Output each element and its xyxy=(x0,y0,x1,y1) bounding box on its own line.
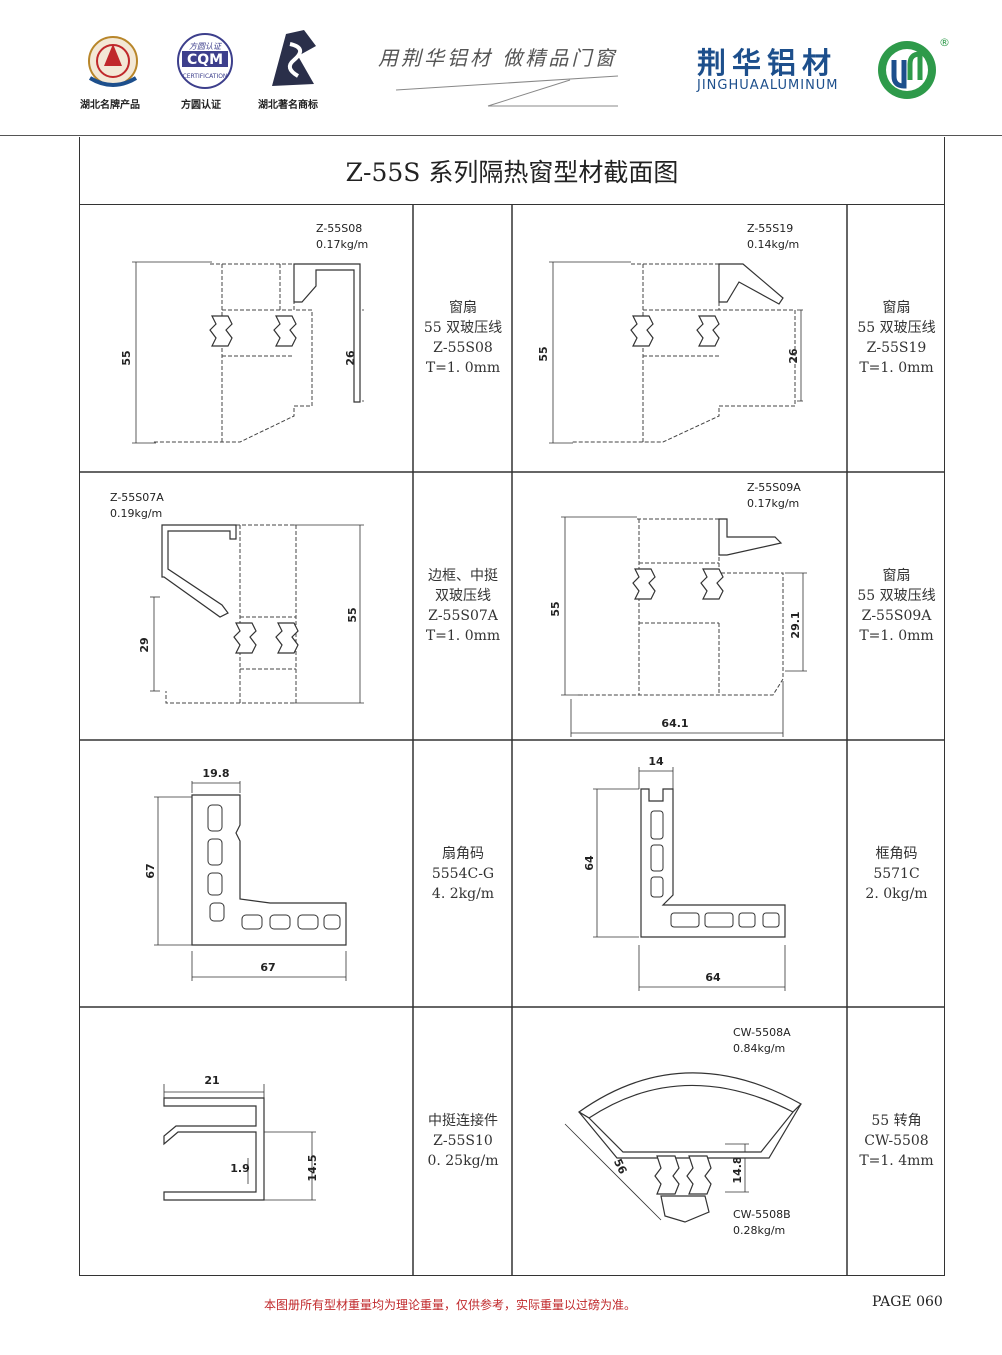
desc-line: Z-55S09A xyxy=(861,608,932,624)
desc-line: 双玻压线 xyxy=(435,588,491,604)
slogan-underline-decoration xyxy=(395,75,619,107)
desc-z55s09a: 窗扇 55 双玻压线 Z-55S09A T=1. 0mm xyxy=(848,566,945,646)
desc-line: 55 双玻压线 xyxy=(857,320,936,336)
desc-5571c: 框角码 5571C 2. 0kg/m xyxy=(848,844,945,904)
logo-caption-famous-brand: 湖北名牌产品 xyxy=(80,100,140,111)
page-number: PAGE 060 xyxy=(872,1294,943,1310)
dim-height: 55 xyxy=(120,350,133,365)
weight-label-a: 0.84kg/m xyxy=(733,1042,785,1055)
weight-label: 0.17kg/m xyxy=(316,238,368,251)
brand-name-cn: 荆华铝材 xyxy=(697,46,838,80)
hubei-famous-brand-emblem-icon xyxy=(88,36,138,87)
weight-label: 0.17kg/m xyxy=(747,497,799,510)
desc-line: 5554C-G xyxy=(431,866,495,882)
desc-line: 4. 2kg/m xyxy=(431,886,495,902)
footer-disclaimer: 本图册所有型材重量均为理论重量，仅供参考，实际重量以过磅为准。 xyxy=(264,1298,637,1312)
dim-height: 64 xyxy=(583,855,596,871)
part-label-b: CW-5508B xyxy=(733,1208,791,1221)
registered-mark: ® xyxy=(939,36,950,49)
page-header: 湖北名牌产品 方圆认证 CQM CERTIFICATION 方圆认证 湖北著名商… xyxy=(0,0,1002,136)
cqm-mark-text: CQM xyxy=(187,52,223,68)
desc-line: CW-5508 xyxy=(864,1133,929,1149)
profile-drawing-z55s10: 21 1.9 14.5 xyxy=(163,1074,319,1201)
dim-thickness: 1.9 xyxy=(230,1162,250,1175)
desc-line: 扇角码 xyxy=(442,846,484,862)
logo-caption-famous-trademark: 湖北著名商标 xyxy=(258,100,318,111)
desc-line: 55 双玻压线 xyxy=(857,588,936,604)
hubei-famous-trademark-icon xyxy=(272,30,316,86)
desc-line: T=1. 4mm xyxy=(859,1153,934,1169)
profile-drawing-5571c: 14 64 64 xyxy=(583,755,786,991)
profile-drawing-z55s07a: Z-55S07A 0.19kg/m 55 29 xyxy=(110,491,364,704)
desc-z55s19: 窗扇 55 双玻压线 Z-55S19 T=1. 0mm xyxy=(848,298,945,378)
dim-height: 14.5 xyxy=(306,1154,319,1181)
weight-label-b: 0.28kg/m xyxy=(733,1224,785,1237)
cqm-mark-sub: 方圆认证 xyxy=(189,42,223,51)
desc-line: 窗扇 xyxy=(882,300,911,316)
dim-height: 55 xyxy=(549,601,562,616)
profile-drawing-z55s08: Z-55S08 0.17kg/m 55 26 xyxy=(120,222,368,444)
desc-line: 5571C xyxy=(873,866,920,882)
part-label: Z-55S19 xyxy=(747,222,793,235)
desc-line: T=1. 0mm xyxy=(859,628,934,644)
dim-flange: 19.8 xyxy=(202,767,229,780)
desc-line: T=1. 0mm xyxy=(425,628,501,644)
dim-height: 14.8 xyxy=(731,1156,744,1183)
profile-drawing-z55s09a: Z-55S09A 0.17kg/m 55 29.1 64.1 xyxy=(549,481,807,737)
dim-glazing: 26 xyxy=(787,348,800,364)
desc-line: Z-55S08 xyxy=(433,340,493,356)
profile-drawing-5554c-g: 19.8 67 67 xyxy=(144,767,347,981)
dim-width: 67 xyxy=(260,961,275,974)
desc-z55s10: 中挺连接件 Z-55S10 0. 25kg/m xyxy=(414,1111,512,1171)
desc-line: 窗扇 xyxy=(449,300,477,316)
part-label: Z-55S08 xyxy=(316,222,362,235)
desc-line: 55 双玻压线 xyxy=(423,320,503,336)
cqm-certification-icon: 方圆认证 CQM CERTIFICATION xyxy=(177,33,233,89)
profile-drawing-cw5508: CW-5508A 0.84kg/m CW-5508B 0.28kg/m 56 1… xyxy=(564,1026,802,1237)
dim-glazing: 29 xyxy=(138,637,151,652)
weight-label: 0.19kg/m xyxy=(110,507,162,520)
desc-line: 0. 25kg/m xyxy=(427,1153,499,1169)
desc-5554c-g: 扇角码 5554C-G 4. 2kg/m xyxy=(414,844,512,904)
dim-width: 21 xyxy=(204,1074,219,1087)
desc-line: 中挺连接件 xyxy=(428,1113,498,1129)
desc-line: 边框、中挺 xyxy=(428,568,498,584)
dim-diagonal: 56 xyxy=(611,1157,630,1177)
page-title: Z-55S 系列隔热窗型材截面图 xyxy=(79,137,945,205)
desc-line: 窗扇 xyxy=(882,568,911,584)
desc-line: 55 转角 xyxy=(871,1113,922,1129)
dim-glazing: 29.1 xyxy=(789,611,802,638)
desc-z55s08: 窗扇 55 双玻压线 Z-55S08 T=1. 0mm xyxy=(414,298,512,378)
brand-name-en: JINGHUAALUMINUM xyxy=(697,78,839,93)
dim-flange: 14 xyxy=(648,755,664,768)
dim-width: 64.1 xyxy=(661,717,688,730)
desc-line: T=1. 0mm xyxy=(859,360,934,376)
weight-label: 0.14kg/m xyxy=(747,238,799,251)
jinghua-brand-logo-icon xyxy=(878,41,936,99)
dim-width: 64 xyxy=(705,971,721,984)
desc-line: 2. 0kg/m xyxy=(865,886,928,902)
dim-height: 55 xyxy=(537,346,550,361)
desc-cw5508: 55 转角 CW-5508 T=1. 4mm xyxy=(848,1111,945,1171)
slogan: 用荆华铝材 做精品门窗 xyxy=(378,46,618,70)
part-label: Z-55S07A xyxy=(110,491,164,504)
desc-line: Z-55S19 xyxy=(866,340,927,356)
profile-drawing-z55s19: Z-55S19 0.14kg/m 55 26 xyxy=(537,222,803,444)
desc-line: Z-55S07A xyxy=(428,608,498,624)
dim-height: 55 xyxy=(346,607,359,622)
desc-line: 框角码 xyxy=(875,846,918,862)
header-divider xyxy=(0,135,1002,136)
cqm-mark-ring: CERTIFICATION xyxy=(183,73,228,80)
desc-line: Z-55S10 xyxy=(433,1133,493,1149)
part-label: Z-55S09A xyxy=(747,481,801,494)
dim-height: 67 xyxy=(144,863,157,878)
part-label-a: CW-5508A xyxy=(733,1026,791,1039)
logo-caption-cqm: 方圆认证 xyxy=(181,100,221,111)
desc-line: T=1. 0mm xyxy=(425,360,501,376)
desc-z55s07a: 边框、中挺 双玻压线 Z-55S07A T=1. 0mm xyxy=(414,566,512,646)
